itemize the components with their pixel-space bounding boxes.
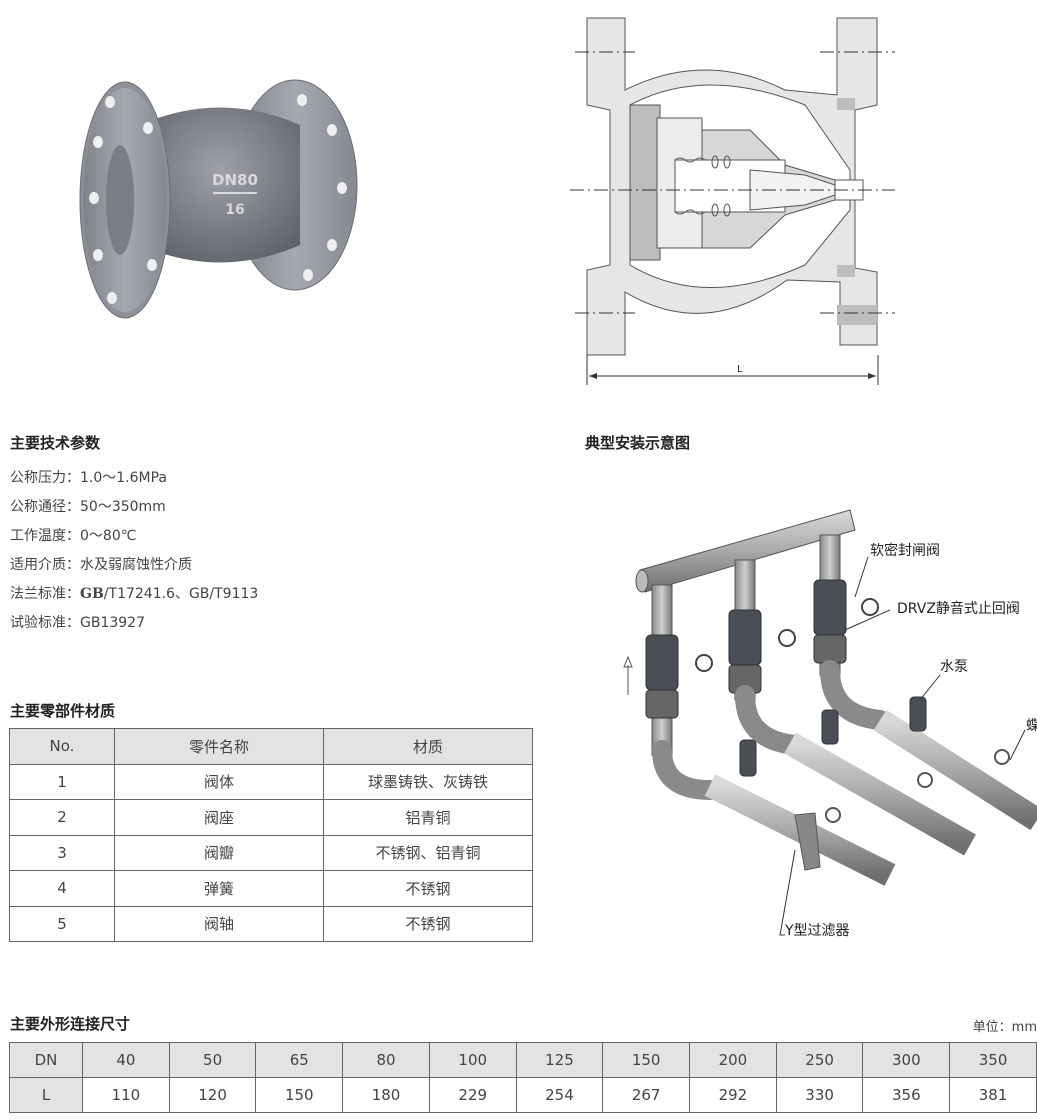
table-row: 2 阀座 铝青铜 xyxy=(9,799,533,836)
table-cell: 不锈钢、铝青铜 xyxy=(323,834,533,871)
row-header: DN xyxy=(9,1042,83,1078)
spec-value: 1.0～1.6MPa xyxy=(80,470,168,486)
dn-cell: 100 xyxy=(428,1042,517,1078)
spec-value: 50～350mm xyxy=(80,499,166,515)
row-header: L xyxy=(9,1077,83,1113)
dn-cell: 125 xyxy=(515,1042,604,1078)
dn-cell: 300 xyxy=(862,1042,951,1078)
pressure-marking: 16 xyxy=(225,202,244,218)
table-cell: 2 xyxy=(9,799,115,836)
length-cell: 292 xyxy=(689,1077,777,1113)
dn-cell: 250 xyxy=(775,1042,864,1078)
table-cell: 4 xyxy=(9,870,115,907)
table-cell: 1 xyxy=(9,763,115,800)
spec-value: GB13927 xyxy=(80,615,145,631)
table-cell: 弹簧 xyxy=(114,870,324,907)
valve-product-photo: DN80 16 xyxy=(79,79,358,319)
length-cell: 267 xyxy=(602,1077,691,1113)
length-cell: 330 xyxy=(775,1077,864,1113)
parts-table: No. 零件名称 材质 1 阀体 球墨铸铁、灰铸铁 2 阀座 铝青铜 3 阀瓣 … xyxy=(9,728,533,942)
table-cell: 阀轴 xyxy=(114,905,324,942)
length-label: L xyxy=(737,364,743,375)
spec-row-temperature: 工作温度：0～80℃ xyxy=(10,522,258,551)
parts-heading: 主要零部件材质 xyxy=(10,702,116,720)
length-cell: 150 xyxy=(255,1077,344,1113)
dn-cell: 350 xyxy=(949,1042,1037,1078)
spec-label: 公称通径： xyxy=(10,499,80,515)
table-cell: 铝青铜 xyxy=(323,799,533,836)
column-header: No. xyxy=(9,728,115,765)
table-cell: 阀座 xyxy=(114,799,324,836)
spec-row-flange: 法兰标准：GB/T17241.6、GB/T9113 xyxy=(10,580,258,609)
table-cell: 阀体 xyxy=(114,763,324,800)
table-row: 1 阀体 球墨铸铁、灰铸铁 xyxy=(9,763,533,800)
spec-label: 工作温度： xyxy=(10,528,80,544)
length-cell: 110 xyxy=(82,1077,170,1113)
length-cell: 254 xyxy=(515,1077,604,1113)
install-heading: 典型安装示意图 xyxy=(585,434,691,452)
dn-row: DN 40 50 65 80 100 125 150 200 250 300 3… xyxy=(9,1042,1037,1078)
spec-value: /T17241.6、GB/T9113 xyxy=(103,586,259,602)
callout-cutoff: 蝶 xyxy=(1026,718,1037,734)
dims-heading: 主要外形连接尺寸 xyxy=(10,1015,131,1033)
length-cell: 381 xyxy=(949,1077,1037,1113)
spec-row-medium: 适用介质：水及弱腐蚀性介质 xyxy=(10,551,258,580)
dn-cell: 80 xyxy=(342,1042,430,1078)
spec-value: 0～80℃ xyxy=(80,528,137,544)
callout-pump: 水泵 xyxy=(940,659,968,675)
spec-value-bold: GB xyxy=(80,586,104,602)
table-cell: 阀瓣 xyxy=(114,834,324,871)
callout-gate-valve: 软密封闸阀 xyxy=(870,543,940,559)
dn-cell: 150 xyxy=(602,1042,691,1078)
column-header: 材质 xyxy=(323,728,533,765)
length-cell: 120 xyxy=(168,1077,257,1113)
table-header-row: No. 零件名称 材质 xyxy=(9,728,533,765)
spec-list: 公称压力：1.0～1.6MPa 公称通径：50～350mm 工作温度：0～80℃… xyxy=(10,464,258,638)
length-cell: 229 xyxy=(428,1077,517,1113)
installation-illustration xyxy=(623,509,1037,936)
dn-cell: 40 xyxy=(82,1042,170,1078)
column-header: 零件名称 xyxy=(114,728,324,765)
length-cell: 180 xyxy=(342,1077,430,1113)
size-marking: DN80 xyxy=(212,171,258,189)
table-row: 3 阀瓣 不锈钢、铝青铜 xyxy=(9,834,533,871)
table-cell: 球墨铸铁、灰铸铁 xyxy=(323,763,533,800)
spec-row-diameter: 公称通径：50～350mm xyxy=(10,493,258,522)
spec-label: 适用介质： xyxy=(10,557,80,573)
installation-diagram: 软密封闸阀 DRVZ静音式止回阀 水泵 蝶 Y型过滤器 xyxy=(600,495,1037,955)
length-cell: 356 xyxy=(862,1077,951,1113)
table-cell: 3 xyxy=(9,834,115,871)
callout-check-valve: DRVZ静音式止回阀 xyxy=(897,601,1020,617)
dn-cell: 200 xyxy=(689,1042,777,1078)
dn-cell: 50 xyxy=(168,1042,257,1078)
table-cell: 不锈钢 xyxy=(323,870,533,907)
spec-label: 法兰标准： xyxy=(10,586,80,602)
spec-heading: 主要技术参数 xyxy=(10,434,101,452)
dn-cell: 65 xyxy=(255,1042,344,1078)
spec-row-test: 试验标准：GB13927 xyxy=(10,609,258,638)
callout-strainer: Y型过滤器 xyxy=(785,923,850,939)
spec-row-pressure: 公称压力：1.0～1.6MPa xyxy=(10,464,258,493)
spec-label: 公称压力： xyxy=(10,470,80,486)
spec-value: 水及弱腐蚀性介质 xyxy=(80,557,192,573)
spec-label: 试验标准： xyxy=(10,615,80,631)
length-row: L 110 120 150 180 229 254 267 292 330 35… xyxy=(9,1077,1037,1113)
table-row: 4 弹簧 不锈钢 xyxy=(9,870,533,907)
table-cell: 不锈钢 xyxy=(323,905,533,942)
unit-label: 单位：mm xyxy=(972,1020,1037,1035)
valve-section-drawing: L xyxy=(570,17,895,385)
table-row: 5 阀轴 不锈钢 xyxy=(9,905,533,942)
table-cell: 5 xyxy=(9,905,115,942)
dimensions-table: DN 40 50 65 80 100 125 150 200 250 300 3… xyxy=(9,1042,1037,1113)
